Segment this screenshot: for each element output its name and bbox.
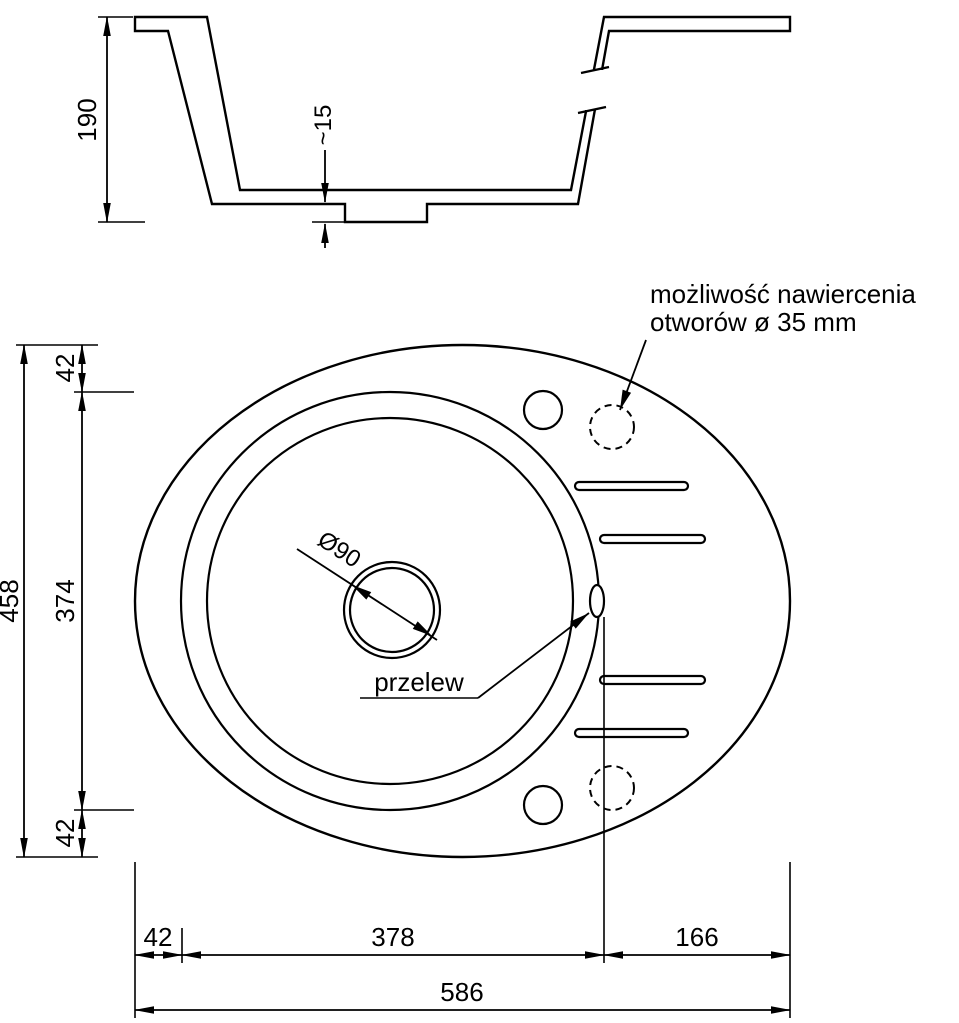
dim-42-left-label: 42 xyxy=(144,922,173,952)
drain-inner-circle xyxy=(348,566,436,654)
dim-374-label: 374 xyxy=(50,579,80,622)
optional-hole-top xyxy=(589,404,635,450)
drill-note-line1: możliwość nawiercenia xyxy=(650,279,916,309)
dim-42-top-label: 42 xyxy=(50,354,80,383)
drainer-groove xyxy=(573,480,690,492)
drill-note-line2: otworów ø 35 mm xyxy=(650,307,857,337)
dim-15-label: ~15 xyxy=(310,105,337,146)
plan-view: Ø90 przelew możliwość nawiercenia otworó… xyxy=(133,279,916,859)
overflow-leader xyxy=(477,612,590,699)
sink-section-profile xyxy=(133,15,792,224)
drainer-groove xyxy=(598,533,707,545)
break-mark-top xyxy=(580,65,610,75)
dim-190-label: 190 xyxy=(72,98,102,141)
faucet-hole-top xyxy=(522,389,564,431)
cross-section-view: 190 ~15 xyxy=(72,15,792,248)
dim-378-label: 378 xyxy=(371,922,414,952)
optional-hole-bottom xyxy=(589,765,635,811)
dim-586-label: 586 xyxy=(440,977,483,1007)
bowl-inner-circle xyxy=(205,416,575,786)
horizontal-dimensions: 42 378 166 586 xyxy=(134,617,791,1018)
faucet-hole-bottom xyxy=(522,784,564,826)
dim-166-label: 166 xyxy=(675,922,718,952)
sink-outer-oval xyxy=(133,343,792,859)
overflow-slot xyxy=(588,583,606,619)
faucet-hole-break-mask xyxy=(580,70,610,110)
drainer-groove xyxy=(573,727,690,739)
break-mark-bottom xyxy=(577,105,607,115)
dim-458-label: 458 xyxy=(0,579,24,622)
overflow-label: przelew xyxy=(374,667,464,697)
dim-42-bottom-label: 42 xyxy=(50,819,80,848)
vertical-dimensions: 458 42 374 42 xyxy=(0,344,134,858)
drainer-groove xyxy=(598,674,707,686)
